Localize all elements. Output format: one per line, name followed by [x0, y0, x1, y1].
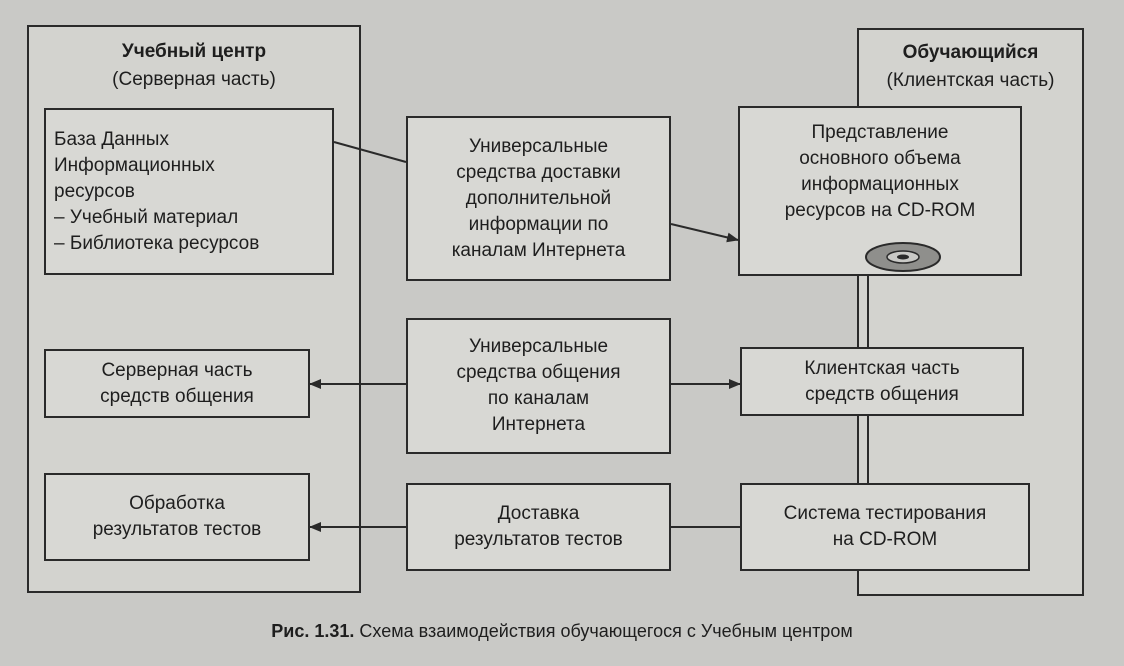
database-box: База Данных Информационных ресурсов – Уч…: [44, 108, 334, 275]
figure-caption-label: Рис. 1.31.: [271, 621, 355, 641]
connector-database-delivery: [333, 141, 407, 163]
connector-delivery-cdrom: [670, 223, 739, 243]
server-panel-title: Учебный центр: [121, 41, 267, 62]
client-panel-subtitle: (Клиентская часть): [886, 70, 1055, 91]
cdrom-box: Представление основного объема информаци…: [738, 106, 1022, 276]
testing-system-box: Система тестирования на CD-ROM: [740, 483, 1030, 571]
results-delivery-box: Доставка результатов тестов: [406, 483, 671, 571]
figure-caption: Рис. 1.31. Схема взаимодействия обучающе…: [0, 619, 1124, 643]
figure-caption-text: Схема взаимодействия обучающегося с Учеб…: [359, 621, 853, 641]
server-panel-subtitle: (Серверная часть): [112, 69, 276, 90]
cd-disc-icon: [865, 242, 941, 272]
client-comm-box: Клиентская часть средств общения: [740, 347, 1024, 416]
server-comm-box: Серверная часть средств общения: [44, 349, 310, 418]
client-panel-title: Обучающийся: [902, 42, 1039, 63]
results-processing-box: Обработка результатов тестов: [44, 473, 310, 561]
delivery-box: Универсальные средства доставки дополнит…: [406, 116, 671, 281]
comm-means-box: Универсальные средства общения по канала…: [406, 318, 671, 454]
